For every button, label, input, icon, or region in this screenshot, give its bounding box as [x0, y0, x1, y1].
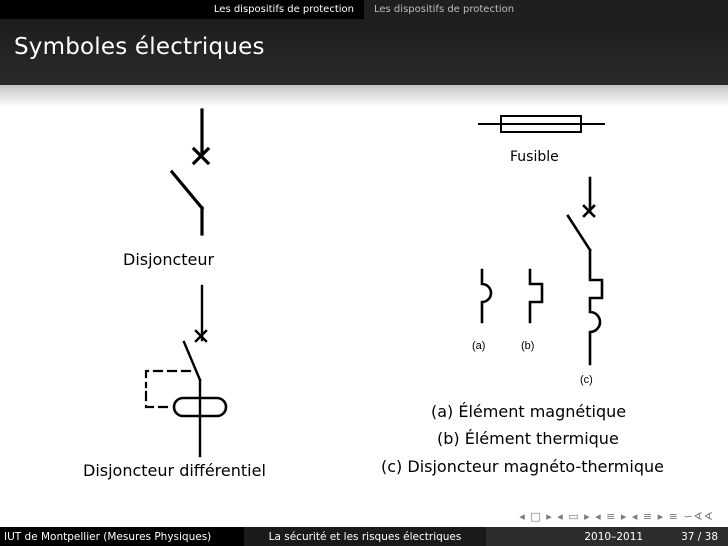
element-thermique-symbol: [528, 268, 544, 324]
footer-author: IUT de Montpellier (Mesures Physiques): [0, 527, 244, 546]
title-shadow: [0, 85, 728, 107]
section-nav-right[interactable]: Les dispositifs de protection: [364, 0, 728, 19]
footer-right: 2010–2011 37 / 38: [486, 527, 728, 546]
section-right-label[interactable]: Les dispositifs de protection: [374, 4, 515, 15]
element-magnetique-symbol: [480, 268, 493, 324]
footer-page-number: 37 / 38: [681, 530, 718, 543]
disjoncteur-magneto-thermique-symbol: [566, 176, 604, 366]
slide-title: Symboles électriques: [14, 34, 265, 60]
disjoncteur-differentiel-symbol: [144, 284, 228, 458]
section-nav-left[interactable]: Les dispositifs de protection: [0, 0, 364, 19]
disjoncteur-symbol: [169, 108, 211, 236]
section-navigation-bar: Les dispositifs de protection Les dispos…: [0, 0, 728, 19]
label-c: (c): [580, 374, 593, 386]
disjoncteur-differentiel-label: Disjoncteur différentiel: [83, 461, 266, 480]
legend-a: (a) Élément magnétique: [431, 402, 627, 421]
legend-b: (b) Élément thermique: [437, 429, 619, 448]
section-left-label[interactable]: Les dispositifs de protection: [213, 4, 354, 15]
label-a: (a): [472, 340, 486, 352]
footer-date: 2010–2011: [584, 530, 644, 543]
label-b: (b): [521, 340, 535, 352]
frame-title-bar: Symboles électriques: [0, 19, 728, 85]
beamer-navigation-controls[interactable]: ◂ □ ▸ ◂ ▭ ▸ ◂ ≡ ▸ ◂ ≡ ▸ ≡ ∽∢∢: [519, 510, 714, 523]
fusible-label: Fusible: [510, 149, 559, 165]
fusible-symbol: [478, 115, 605, 133]
disjoncteur-label: Disjoncteur: [123, 250, 215, 269]
footer-bar: IUT de Montpellier (Mesures Physiques) L…: [0, 527, 728, 546]
legend-c: (c) Disjoncteur magnéto-thermique: [381, 457, 664, 476]
footer-talk-title: La sécurité et les risques électriques: [244, 527, 486, 546]
